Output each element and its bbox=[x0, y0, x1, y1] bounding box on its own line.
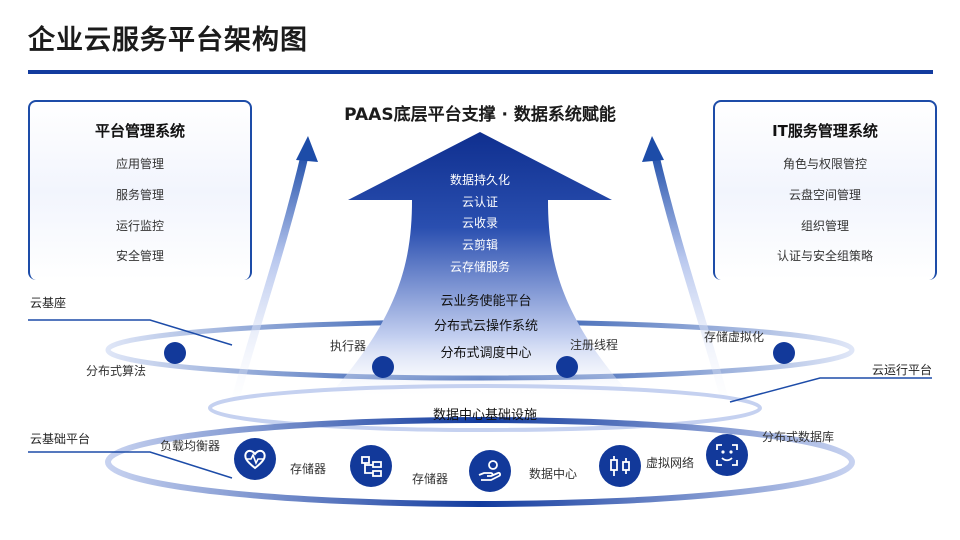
panel-item: 认证与安全组策略 bbox=[776, 249, 873, 263]
panel-item: 运行监控 bbox=[115, 219, 164, 233]
bottom-label: 分布式数据库 bbox=[762, 430, 835, 444]
node-label: 存储虚拟化 bbox=[704, 330, 765, 344]
node-label: 注册线程 bbox=[570, 338, 619, 352]
bottom-label: 负载均衡器 bbox=[160, 439, 221, 453]
hierarchy-icon bbox=[350, 445, 392, 487]
node-label: 分布式算法 bbox=[86, 364, 147, 378]
bottom-label: 虚拟网络 bbox=[646, 456, 695, 470]
panel-item: 服务管理 bbox=[115, 188, 164, 202]
headline: PAAS底层平台支撑 · 数据系统赋能 bbox=[344, 105, 616, 125]
panel-item: 云盘空间管理 bbox=[788, 188, 861, 202]
central-arrow bbox=[320, 132, 640, 405]
panel-title: 平台管理系统 bbox=[94, 122, 185, 140]
it-service-management-panel: IT服务管理系统 角色与权限管控 云盘空间管理 组织管理 认证与安全组策略 bbox=[713, 100, 937, 280]
panel-item: 角色与权限管控 bbox=[782, 157, 867, 171]
left-curve-arrow bbox=[226, 146, 310, 424]
bottom-label: 存储器 bbox=[290, 462, 327, 476]
scan-face-icon bbox=[706, 434, 748, 476]
right-curve-arrow bbox=[650, 146, 734, 424]
bottom-label: 存储器 bbox=[412, 472, 449, 486]
panel-item: 组织管理 bbox=[800, 219, 849, 233]
infrastructure-ring bbox=[208, 384, 762, 432]
panel-item: 应用管理 bbox=[115, 157, 164, 171]
bottom-ring bbox=[105, 417, 855, 507]
arrow-item: 云认证 bbox=[461, 195, 498, 209]
panel-title: IT服务管理系统 bbox=[772, 122, 878, 140]
candlestick-icon bbox=[599, 445, 641, 487]
platform-management-panel: 平台管理系统 应用管理 服务管理 运行监控 安全管理 bbox=[28, 100, 252, 280]
stack-item: 分布式调度中心 bbox=[440, 346, 532, 361]
bottom-label: 数据中心 bbox=[529, 467, 578, 481]
node-executor bbox=[372, 356, 394, 378]
arrow-item: 云收录 bbox=[461, 216, 498, 230]
cloud-foundation-label: 云基础平台 bbox=[30, 432, 91, 446]
stack-item: 分布式云操作系统 bbox=[433, 319, 538, 334]
title-underline bbox=[28, 70, 933, 74]
node-label: 执行器 bbox=[330, 339, 367, 353]
cloud-runtime-label: 云运行平台 bbox=[872, 363, 933, 377]
hand-coin-icon bbox=[469, 450, 511, 492]
heart-monitor-icon bbox=[234, 438, 276, 480]
cloud-base-label: 云基座 bbox=[30, 296, 67, 310]
arrow-item: 数据持久化 bbox=[449, 173, 510, 187]
arrow-item: 云存储服务 bbox=[449, 260, 510, 274]
node-storage-virtualization bbox=[773, 342, 795, 364]
node-register-thread bbox=[556, 356, 578, 378]
stack-item: 云业务使能平台 bbox=[440, 294, 532, 309]
panel-item: 安全管理 bbox=[115, 249, 164, 263]
arrow-item: 云剪辑 bbox=[461, 238, 498, 252]
infrastructure-label: 数据中心基础设施 bbox=[433, 408, 538, 423]
node-distributed-algorithm bbox=[164, 342, 186, 364]
page-title: 企业云服务平台架构图 bbox=[28, 25, 308, 56]
